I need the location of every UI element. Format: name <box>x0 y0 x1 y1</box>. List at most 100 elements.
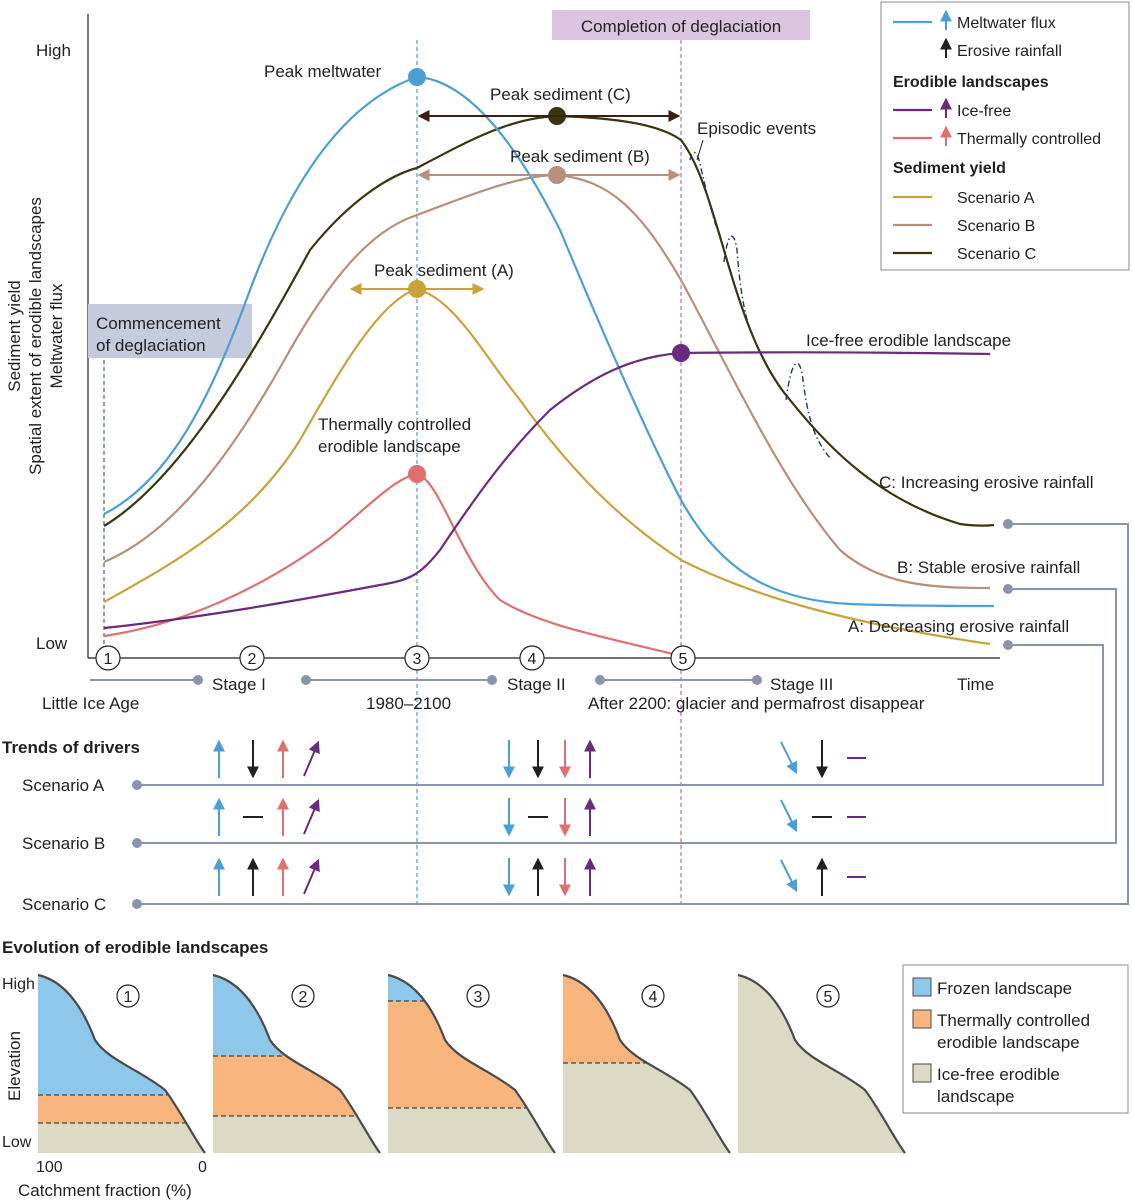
y-low-label: Low <box>36 634 68 653</box>
panel-1-profile <box>37 973 206 1154</box>
legend-thermal: Thermally controlled <box>957 131 1101 148</box>
stage-1-label: Stage I <box>212 675 266 694</box>
evolution-x-start: 100 <box>36 1159 63 1176</box>
panel-3-badge <box>466 984 490 1008</box>
scenario-connectors <box>138 523 1129 905</box>
legend-ice-free: Ice-free <box>957 103 1011 120</box>
episodic-spikes <box>689 151 831 459</box>
completion-banner <box>552 10 810 40</box>
row-b-dot <box>132 838 142 848</box>
y-high-label: High <box>36 41 71 60</box>
evolution-x-label: Catchment fraction (%) <box>18 1181 192 1200</box>
peak-meltwater-dot <box>408 68 426 86</box>
panel-2-badge <box>291 984 315 1008</box>
period-5-label: After 2200: glacier and permafrost disap… <box>588 694 925 713</box>
stage-2-label: Stage II <box>507 675 566 694</box>
ice-free-curve <box>103 351 991 630</box>
commencement-label-2: of deglaciation <box>96 336 206 355</box>
scenario-a-ending-label: A: Decreasing erosive rainfall <box>848 617 1069 636</box>
connector-b-dot <box>1003 584 1013 594</box>
panel-1-badge <box>116 984 140 1008</box>
legend-scenario-c: Scenario C <box>957 246 1036 263</box>
marker-2: 2 <box>248 651 257 668</box>
little-ice-age-label: Little Ice Age <box>42 694 139 713</box>
y-label-sediment: Sediment yield <box>5 280 24 392</box>
legend-frozen: Frozen landscape <box>937 979 1072 998</box>
evolution-low-label: Low <box>2 1134 32 1151</box>
panel-4-badge <box>641 984 665 1008</box>
scenario-c-ending-label: C: Increasing erosive rainfall <box>879 473 1093 492</box>
evolution-x-end: 0 <box>198 1159 207 1176</box>
time-label: Time <box>957 675 994 694</box>
panel-2-profile <box>212 973 381 1154</box>
ice-free-dot <box>672 344 690 362</box>
scenario-b-ending-label: B: Stable erosive rainfall <box>897 558 1080 577</box>
episodic-label: Episodic events <box>697 119 816 138</box>
legend-scenario-b: Scenario B <box>957 218 1035 235</box>
evolution-legend: Frozen landscape Thermally controlled er… <box>902 964 1129 1114</box>
connector-c <box>138 523 1129 905</box>
panel-3-profile <box>387 973 556 1154</box>
y-label-extent: Spatial extent of erodible landscapes <box>26 197 45 475</box>
legend-yield-heading: Sediment yield <box>893 160 1006 177</box>
marker-1: 1 <box>104 651 113 668</box>
panel-5-number: 5 <box>824 989 833 1006</box>
connector-c-dot <box>1003 519 1013 529</box>
stage-3-label: Stage III <box>770 675 833 694</box>
row-a-dot <box>132 780 142 790</box>
evolution-y-label: Elevation <box>5 1031 24 1101</box>
legend-rainfall: Erosive rainfall <box>957 43 1062 60</box>
y-axis-title: Sediment yield Spatial extent of erodibl… <box>5 197 66 475</box>
panel-2-number: 2 <box>299 989 308 1006</box>
marker-3: 3 <box>413 651 422 668</box>
scenario-b-curve <box>103 173 991 590</box>
completion-label: Completion of deglaciation <box>581 17 781 36</box>
commencement-label-1: Commencement <box>96 314 221 333</box>
panel-5-profile <box>737 973 906 1154</box>
thermal-curve <box>103 472 682 658</box>
connector-a-dot <box>1003 640 1013 650</box>
peak-a-label: Peak sediment (A) <box>374 261 514 280</box>
legend-meltwater: Meltwater flux <box>957 15 1056 32</box>
meltwater-curve <box>103 75 995 608</box>
drivers-heading: Trends of drivers <box>2 738 140 757</box>
legend-thermal-fill-1: Thermally controlled <box>937 1011 1090 1030</box>
legend-scenario-a: Scenario A <box>957 190 1035 207</box>
driver-arrows <box>213 739 866 897</box>
scenario-a-curve <box>103 287 991 646</box>
row-c-dot <box>132 899 142 909</box>
thermal-label-1: Thermally controlled <box>318 415 471 434</box>
driver-row-c-label: Scenario C <box>22 895 106 914</box>
commencement-banner <box>88 304 252 358</box>
driver-row-a-label: Scenario A <box>22 776 105 795</box>
panel-3-number: 3 <box>474 989 483 1006</box>
connector-a <box>138 644 1104 786</box>
y-label-meltwater: Meltwater flux <box>47 283 66 388</box>
panel-4-number: 4 <box>649 989 658 1006</box>
marker-5: 5 <box>679 651 688 668</box>
thermal-label-2: erodible landscape <box>318 437 461 456</box>
peak-thermal-dot <box>408 465 426 483</box>
connector-b <box>138 588 1117 844</box>
timeline-markers: 1 2 3 4 5 <box>95 645 696 671</box>
legend: Meltwater flux Erosive rainfall Erodible… <box>880 1 1130 271</box>
evolution-high-label: High <box>2 976 35 993</box>
evolution-heading: Evolution of erodible landscapes <box>2 938 268 957</box>
period-3-label: 1980–2100 <box>366 694 451 713</box>
peak-c-label: Peak sediment (C) <box>490 85 631 104</box>
marker-4: 4 <box>528 651 537 668</box>
stage-bars <box>90 675 762 685</box>
ice-free-label: Ice-free erodible landscape <box>806 331 1011 350</box>
driver-row-b-label: Scenario B <box>22 834 105 853</box>
legend-thermal-fill-2: erodible landscape <box>937 1033 1080 1052</box>
panel-4-profile <box>562 973 731 1154</box>
legend-icefree-fill-1: Ice-free erodible <box>937 1065 1060 1084</box>
episodic-leader <box>696 139 704 161</box>
legend-erodible-heading: Erodible landscapes <box>893 74 1049 91</box>
peak-b-label: Peak sediment (B) <box>510 147 650 166</box>
peak-meltwater-label: Peak meltwater <box>264 62 381 81</box>
panel-1-number: 1 <box>124 989 133 1006</box>
panel-5-badge <box>816 984 840 1008</box>
legend-icefree-fill-2: landscape <box>937 1087 1015 1106</box>
